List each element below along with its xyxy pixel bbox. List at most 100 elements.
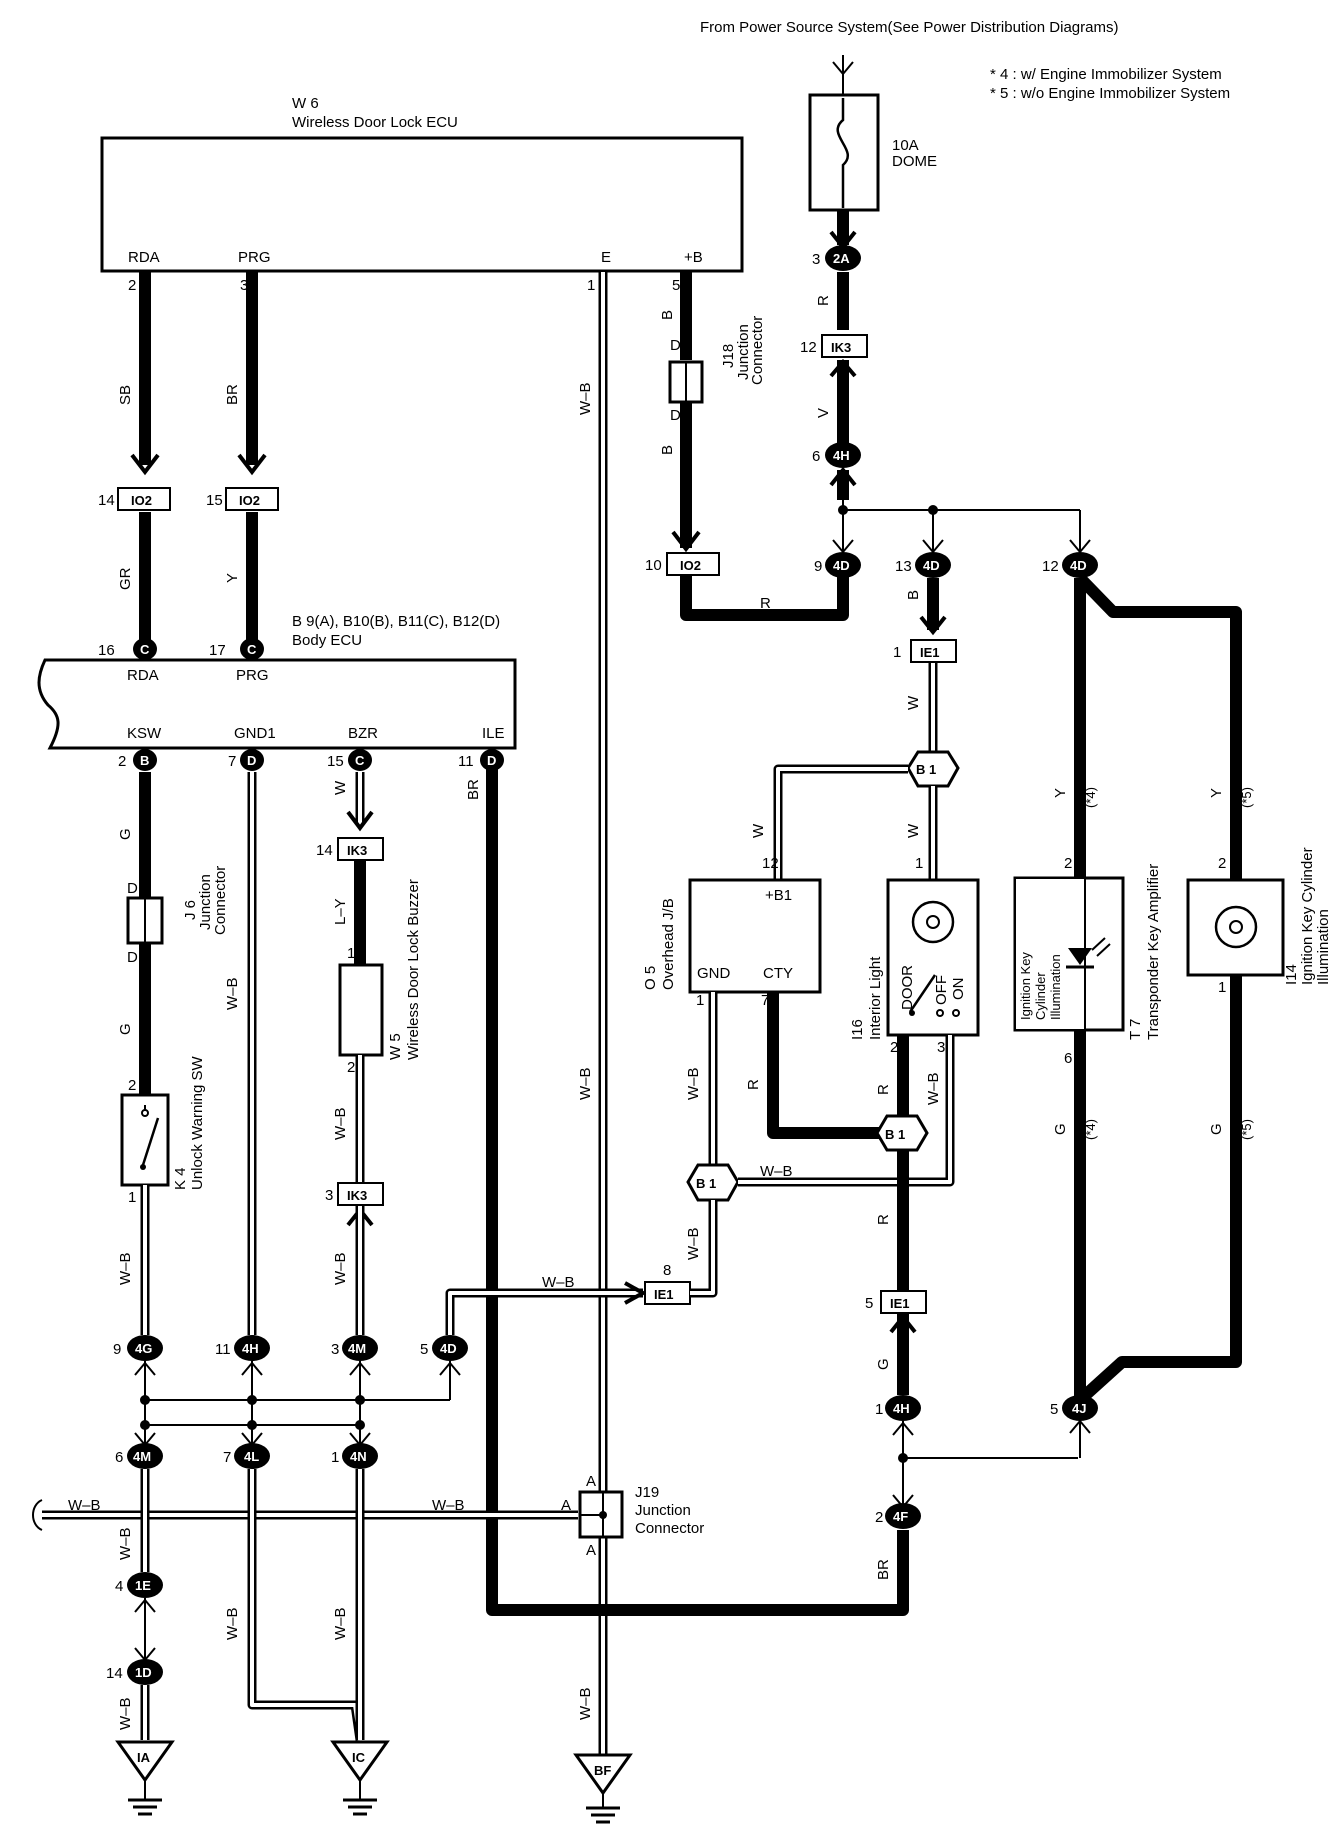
wire-r-bottom (680, 576, 849, 621)
body-ecu-gnd1: GND1 (234, 725, 276, 742)
fuse-rating: 10A (892, 137, 919, 154)
connector-4d-13-pin: 13 (895, 558, 912, 575)
j18-name1: Junction (735, 324, 752, 380)
wire-wb-label-e2: W–B (577, 1067, 594, 1100)
body-ecu-ile: ILE (482, 725, 505, 742)
ie1-pin-8: 8 (663, 1262, 671, 1279)
svg-text:4D: 4D (440, 1341, 457, 1356)
wire-b-label-1: B (659, 310, 676, 320)
connector-4m-top (342, 1335, 378, 1361)
wire-w-label-2: W (750, 823, 767, 838)
ik3-connector-12 (821, 334, 868, 358)
connector-4g-pin: 9 (113, 1341, 121, 1358)
i16-switch-on: ON (950, 978, 967, 1001)
power-source-note: From Power Source System(See Power Distr… (700, 19, 1118, 36)
svg-text:4G: 4G (135, 1341, 152, 1356)
body-ecu-id: B 9(A), B10(B), B11(C), B12(D) (292, 613, 500, 630)
connector-c-16 (133, 638, 157, 660)
ground-ia-label: IA (137, 1750, 151, 1765)
connector-4l-pin: 7 (223, 1449, 231, 1466)
w5-pin-1: 1 (347, 945, 355, 962)
svg-text:4M: 4M (133, 1449, 151, 1464)
j19-pin-a-left: A (561, 1497, 571, 1514)
connector-4m-top-pin: 3 (331, 1341, 339, 1358)
wire-g-label-ksw2: G (117, 1023, 134, 1035)
star4-bottom: (*4) (1083, 1119, 1098, 1140)
connector-b1-mid (875, 1114, 929, 1152)
io2-pin-15: 15 (206, 492, 223, 509)
o5-name: Overhead J/B (660, 898, 677, 990)
i16-pin-3: 3 (937, 1039, 945, 1056)
connector-4d-12 (1062, 552, 1098, 578)
w6-name: Wireless Door Lock ECU (292, 114, 458, 131)
wire-wb-label-1e: W–B (117, 1527, 134, 1560)
connector-4d-9-pin: 9 (814, 558, 822, 575)
io2-label-14: IO2 (131, 493, 152, 508)
connector-4m-pin: 6 (115, 1449, 123, 1466)
t7-inner-2: Cylinder (1033, 972, 1048, 1020)
j6-id: J 6 (182, 900, 199, 920)
led-icon (1068, 948, 1092, 965)
j19-pin-a-bottom: A (586, 1542, 596, 1559)
wire-wb-label-k4: W–B (117, 1252, 134, 1285)
connector-b1-left-label: B 1 (696, 1176, 716, 1191)
ground-ic: IC (330, 1740, 390, 1816)
wire-wb-label-bus1: W–B (68, 1497, 101, 1514)
io2-label-10: IO2 (680, 558, 701, 573)
body-pin-17: 17 (209, 642, 226, 659)
overhead-jb (688, 878, 822, 994)
t7-name: Transponder Key Amplifier (1145, 864, 1162, 1040)
body-pin-15: 15 (327, 753, 344, 770)
fuse-name: DOME (892, 153, 937, 170)
i16-switch-door: DOOR (899, 965, 916, 1010)
w6-pinnum-1: 1 (587, 277, 595, 294)
i16-id: I16 (849, 1019, 866, 1040)
wire-r-label-ie1: R (875, 1214, 892, 1225)
connector-4j-pin: 5 (1050, 1401, 1058, 1418)
i16-switch-off: OFF (933, 975, 950, 1005)
k4-id: K 4 (172, 1167, 189, 1190)
power-arrow-icon (832, 61, 854, 76)
svg-text:4M: 4M (348, 1341, 366, 1356)
connector-4l (234, 1443, 270, 1469)
ik3-connector-14 (337, 837, 384, 861)
footnote-4: * 4 : w/ Engine Immobilizer System (990, 66, 1222, 83)
i14-name: Ignition Key Cylinder (1299, 847, 1316, 985)
k4-name: Unlock Warning SW (189, 1056, 206, 1190)
connector-d-11 (480, 749, 504, 771)
connector-4h-bottom-pin: 1 (875, 1401, 883, 1418)
wire-wb-label-4l: W–B (224, 1607, 241, 1640)
connector-2a-pin: 3 (812, 251, 820, 268)
wire-wb-label-bus2: W–B (432, 1497, 465, 1514)
svg-text:C: C (247, 642, 257, 657)
j6-name1: Junction (197, 874, 214, 930)
svg-text:4N: 4N (350, 1449, 367, 1464)
wire-w-label-1: W (905, 695, 922, 710)
wire-w-label-bzr: W (332, 780, 349, 795)
io2-pin-14: 14 (98, 492, 115, 509)
b-arrow-icon (671, 530, 701, 553)
i16-pin-1: 1 (915, 855, 923, 872)
body-pin-16: 16 (98, 642, 115, 659)
j19-name1: Junction (635, 1502, 691, 1519)
w6-pin-prg: PRG (238, 249, 271, 266)
star5-bottom: (*5) (1239, 1119, 1254, 1140)
svg-text:B: B (140, 753, 149, 768)
o5-pin-12: 12 (762, 855, 779, 872)
ik3-label-12: IK3 (831, 340, 851, 355)
io2-connector-14 (117, 487, 171, 511)
t7-id: T 7 (1127, 1019, 1144, 1040)
ground-bf-label: BF (594, 1763, 611, 1778)
t7-pin-2: 2 (1064, 855, 1072, 872)
wire-g-label-t7: G (1052, 1123, 1069, 1135)
j6-d-bottom: D (127, 949, 138, 966)
j18-name2: Connector (749, 316, 766, 385)
connector-1e (127, 1572, 163, 1598)
rda-arrow-icon (130, 453, 160, 476)
j6-d-top: D (127, 880, 138, 897)
wire-wb-label-e3: W–B (577, 1687, 594, 1720)
svg-text:D: D (487, 753, 496, 768)
connector-2a (825, 245, 861, 271)
connector-4g (127, 1335, 163, 1361)
